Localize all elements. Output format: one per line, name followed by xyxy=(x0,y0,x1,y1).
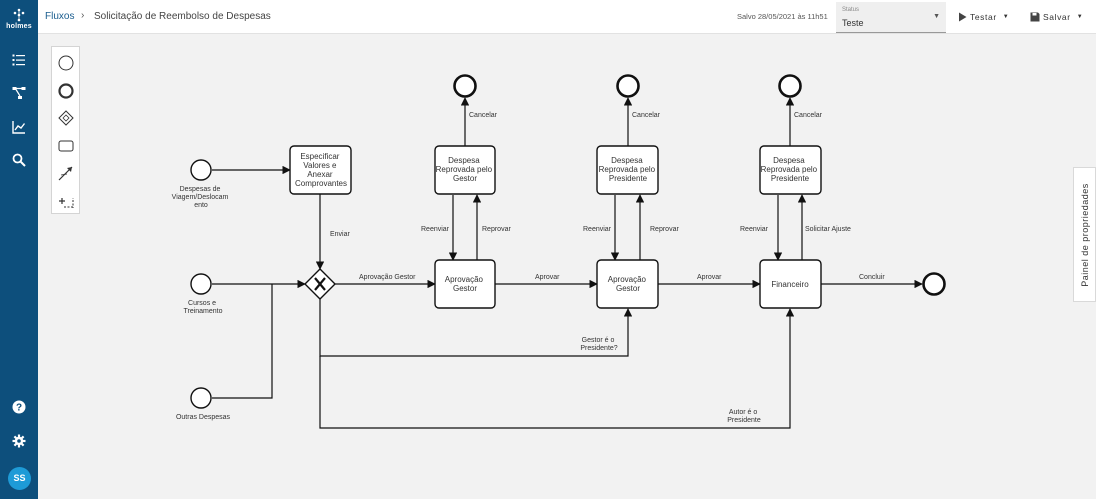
logo-mark-icon xyxy=(13,8,25,22)
properties-panel-toggle[interactable]: Painel de propriedades xyxy=(1073,167,1096,302)
task-finance[interactable] xyxy=(759,259,822,309)
task-rejected-president-label: Despesa Reprovada pelo Presidente xyxy=(599,156,658,183)
svg-text:?: ? xyxy=(16,403,22,414)
tasks-icon[interactable] xyxy=(12,53,26,67)
play-icon xyxy=(959,12,967,22)
end-event-cancel-3[interactable] xyxy=(778,74,802,98)
gateway-icon[interactable] xyxy=(58,110,74,126)
task-rejected-president[interactable] xyxy=(596,145,659,195)
flow-label-cancel-3: Cancelar xyxy=(794,112,823,119)
start-event-other[interactable] xyxy=(190,387,212,409)
end-event-icon[interactable] xyxy=(58,83,74,99)
flow-label-request-adjust: Solicitar Ajuste xyxy=(805,226,851,233)
flow-label-manager-is-president: Gestor é o Presidente? xyxy=(580,337,617,352)
lasso-icon[interactable] xyxy=(58,193,74,209)
header: Fluxos › Solicitação de Reembolso de Des… xyxy=(38,0,1096,34)
test-button-label: Testar xyxy=(970,12,997,22)
settings-icon[interactable] xyxy=(12,434,26,448)
test-button[interactable]: Testar ▼ xyxy=(958,10,1009,24)
task-rejected-finance-label: Despesa Reprovada pelo Presidente xyxy=(761,156,820,183)
connect-icon[interactable] xyxy=(58,165,74,181)
flow-label-approve-2: Aprovar xyxy=(697,274,722,281)
flow-label-author-is-president: Autor é o Presidente xyxy=(727,409,761,424)
flow-label-reject-1: Reprovar xyxy=(482,226,511,233)
start-event-courses[interactable] xyxy=(190,273,212,295)
task-manager-approval-label: Aprovação Gestor xyxy=(445,275,485,293)
flow-label-gw-manager: Aprovação Gestor xyxy=(359,274,416,281)
sequence-flows xyxy=(212,97,923,429)
end-event-conclude[interactable] xyxy=(922,272,946,296)
flow-gateway-finance[interactable] xyxy=(319,308,795,429)
flow-label-cancel-2: Cancelar xyxy=(632,112,661,119)
task-manager-approval[interactable] xyxy=(434,259,496,309)
task-finance-label: Financeiro xyxy=(771,280,809,289)
end-event-cancel-1[interactable] xyxy=(453,74,477,98)
search-icon[interactable] xyxy=(12,153,26,167)
flows-icon[interactable] xyxy=(12,86,26,100)
user-avatar[interactable]: SS xyxy=(8,467,31,490)
properties-panel-label: Painel de propriedades xyxy=(1079,182,1090,287)
status-label: Status xyxy=(842,7,860,13)
save-icon xyxy=(1030,12,1040,22)
start-event-courses-label: Cursos e Treinamento xyxy=(183,300,222,315)
reports-icon[interactable] xyxy=(12,120,26,134)
breadcrumb-root-link[interactable]: Fluxos xyxy=(45,11,75,22)
start-event-other-label: Outras Despesas xyxy=(176,414,231,421)
chevron-down-icon: ▼ xyxy=(1076,14,1084,20)
task-president-approval[interactable] xyxy=(596,259,659,309)
task-specify-values[interactable] xyxy=(289,145,352,195)
breadcrumb-separator: › xyxy=(81,10,85,21)
flow-label-conclude: Concluir xyxy=(859,274,885,281)
task-rejected-manager[interactable] xyxy=(434,145,496,195)
status-value: Teste xyxy=(842,18,864,28)
exclusive-gateway[interactable] xyxy=(304,268,336,300)
logo[interactable]: holmes xyxy=(0,8,38,30)
save-button-label: Salvar xyxy=(1043,12,1071,22)
start-event-travel-label: Despesas de Viagem/Deslocam ento xyxy=(172,186,231,209)
flow-label-send: Enviar xyxy=(330,231,351,238)
task-rejected-finance[interactable] xyxy=(759,145,822,195)
sidebar: holmes ? xyxy=(0,0,38,499)
logo-text: holmes xyxy=(6,23,32,30)
saved-timestamp: Salvo 28/05/2021 às 11h51 xyxy=(737,12,828,21)
flow-label-resend-1: Reenviar xyxy=(421,226,450,233)
status-select[interactable]: Status Teste ▼ xyxy=(836,2,946,33)
start-event-travel[interactable] xyxy=(190,159,212,181)
start-event-icon[interactable] xyxy=(58,55,74,71)
end-event-cancel-2[interactable] xyxy=(616,74,640,98)
page-title: Solicitação de Reembolso de Despesas xyxy=(94,11,271,22)
task-specify-label: Especificar Valores e Anexar Comprovante… xyxy=(295,152,347,188)
task-rejected-manager-label: Despesa Reprovada pelo Gestor xyxy=(436,156,495,183)
tool-palette xyxy=(51,46,80,214)
chevron-down-icon: ▼ xyxy=(1002,14,1010,20)
chevron-down-icon: ▼ xyxy=(933,13,940,20)
flow-start3-gateway[interactable] xyxy=(212,284,273,399)
flow-label-resend-3: Reenviar xyxy=(740,226,769,233)
flow-label-resend-2: Reenviar xyxy=(583,226,612,233)
flow-label-approve-1: Aprovar xyxy=(535,274,560,281)
flow-label-reject-2: Reprovar xyxy=(650,226,679,233)
flow-gateway-president[interactable] xyxy=(319,299,633,357)
flow-label-cancel-1: Cancelar xyxy=(469,112,498,119)
save-button[interactable]: Salvar ▼ xyxy=(1030,10,1083,24)
help-icon[interactable]: ? xyxy=(12,400,26,414)
task-icon[interactable] xyxy=(58,138,74,154)
task-president-approval-label: Aprovação Gestor xyxy=(608,275,648,293)
